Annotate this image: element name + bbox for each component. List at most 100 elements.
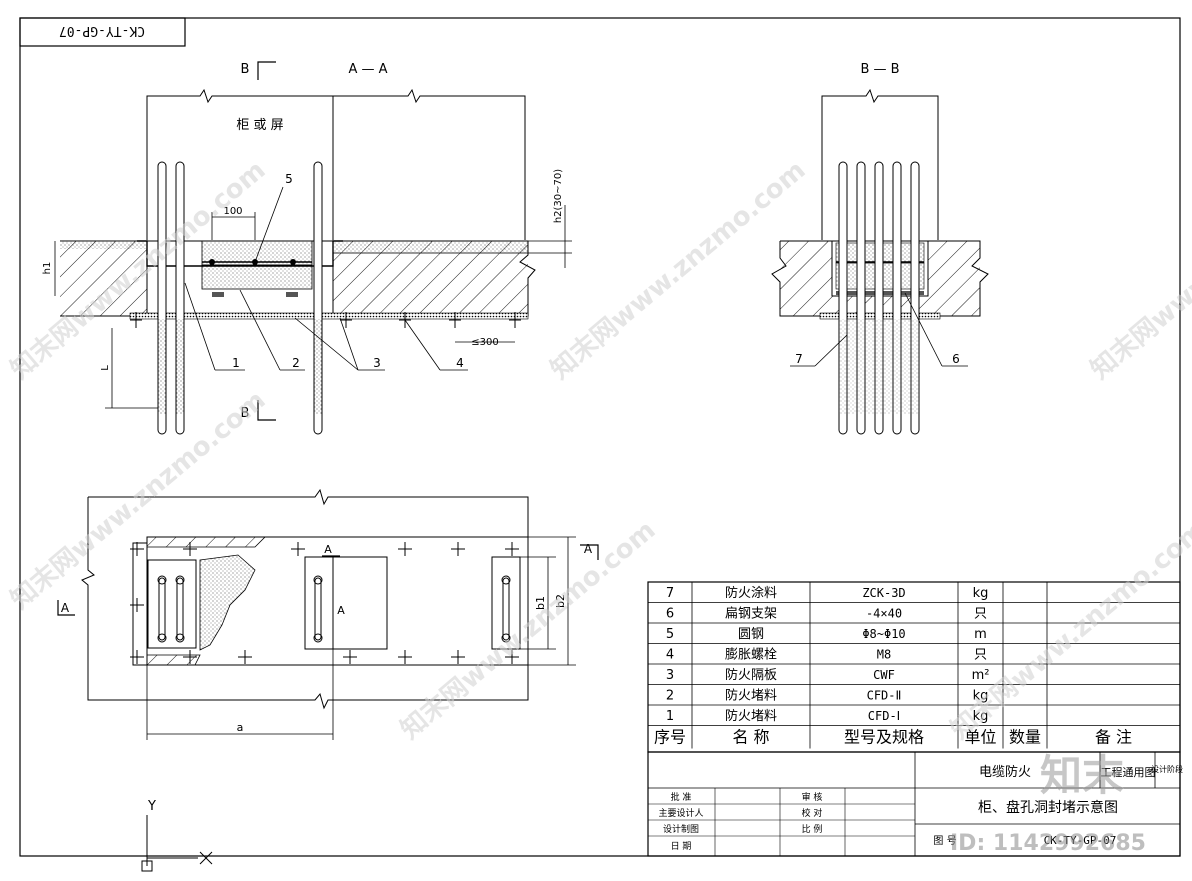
plan-outer [81,488,529,710]
plan-frame-left [132,542,148,666]
fire-partition-board [129,312,529,320]
cables-bb [838,161,920,435]
tb-sign-0: 批 准 [671,791,692,803]
cable-end [157,633,167,643]
bom-cell: 7 [666,586,674,601]
dim-100: 100 [223,206,242,217]
cable-end [501,575,511,585]
ucs-axis-icon [141,815,213,872]
cable-slot [158,577,166,641]
bom-cell: CFD-Ⅱ [867,688,902,702]
section-aa: A — A B B 柜 或 屏 [42,61,572,435]
cut-b-top: B [241,62,250,77]
bom-cell: 扁钢支架 [725,606,777,621]
dim-b1: b1 [534,596,547,610]
cable-end [313,575,323,585]
cable-end [313,633,323,643]
callout-4: 4 [456,356,464,370]
title-block: 电缆防火 工程通用图 设计阶段 柜、盘孔洞封堵示意图 批 准 主要设计人 设计制… [647,751,1183,857]
top-coating-left [60,241,147,249]
bracket-right [286,292,298,297]
dim-h1: h1 [42,262,53,275]
bom-header-cell: 单位 [964,728,996,747]
tb-check-1: 校 对 [802,807,823,819]
bom-cell: ZCK-3D [862,586,905,600]
fire-putty-lower [201,264,313,290]
bom-cell: 只 [974,647,987,662]
bom-header-cell: 数量 [1009,728,1041,747]
tb-stage: 设计阶段 [1151,764,1183,774]
callout-1: 1 [232,356,240,370]
bom-cell: 1 [666,709,674,724]
callout-3: 3 [373,356,381,370]
bom-cell: 2 [666,688,674,703]
callout-6: 6 [952,352,960,366]
bom-header-cell: 型号及规格 [844,728,924,747]
expansion-bolts [130,312,521,328]
watermark-logo: 知末 [1040,751,1124,800]
cabinet-bb [821,88,939,240]
bom-cell: -4×40 [866,606,902,620]
tb-sign-1: 主要设计人 [658,807,703,819]
cable-plate-left [147,559,197,649]
bom-grid [648,582,1180,749]
leader-2 [239,289,281,371]
axis-y-label: Y [147,799,156,814]
leader-6 [904,292,943,367]
cable-coating [839,319,919,414]
bom-cell: 只 [974,606,987,621]
watermark-id: ID: 1142992685 [950,831,1146,856]
leader-3a [294,317,359,371]
cut-b-bottom-mark [257,400,276,421]
cable-slot [176,577,184,641]
bom-cell: 防火隔板 [725,667,777,683]
dim-h2: h2(30~70) [553,169,564,223]
cut-a-mid2: A [337,604,345,617]
cable-coating [314,319,322,414]
cut-a-right-mark [580,544,599,560]
bom-cell: 3 [666,668,674,683]
cut-a-left: A [61,601,70,615]
bom-cell: 防火堵料 [725,687,777,703]
plan-slab-hatch [146,536,266,548]
drawing-code-mirrored: CK-TY-GP-07 [59,23,145,38]
cable-plate-mid [304,556,334,650]
section-aa-title: A — A [348,62,387,77]
tb-drawing-no: CK-TY-GP-07 [1044,834,1117,847]
channel-frame [137,240,343,267]
leader-7 [814,334,848,367]
cut-a-mid1: A [324,543,332,556]
bom-cell: 圆钢 [738,627,764,642]
bom-header-cell: 名 称 [732,728,769,747]
bom-cell: CFD-Ⅰ [868,709,900,723]
cut-b-top-mark [257,61,276,80]
tb-drawing-title: 柜、盘孔洞封堵示意图 [978,799,1118,816]
callout-2: 2 [292,356,300,370]
bom-cell: 5 [666,627,674,642]
dim-300: ≤300 [471,337,498,348]
plan-putty [199,554,256,651]
bom-cell: M8 [877,647,891,661]
tb-check-0: 审 核 [802,791,823,803]
bom-cell: kg [973,688,989,703]
drawing-frame [19,17,1181,857]
cable-end [175,633,185,643]
watermark-text: 知末网www.znzmo.com [1085,155,1192,385]
bom-cell: kg [973,709,989,724]
callout-7: 7 [795,352,803,366]
steel-dot [290,259,296,265]
tb-project: 电缆防火 [979,764,1031,780]
cut-b-bottom: B [241,406,250,421]
cabinet-left [146,88,334,240]
watermark-text: 知末网www.znzmo.com [545,155,811,385]
top-coating [332,240,529,254]
bom-cell: 膨胀螺栓 [725,647,777,662]
tb-check-2: 比 例 [802,823,823,835]
tb-sign-3: 日 期 [671,841,692,852]
bom-cell: CWF [873,668,895,682]
leader-5 [254,186,284,263]
cable-plate-mid-b [332,556,388,650]
